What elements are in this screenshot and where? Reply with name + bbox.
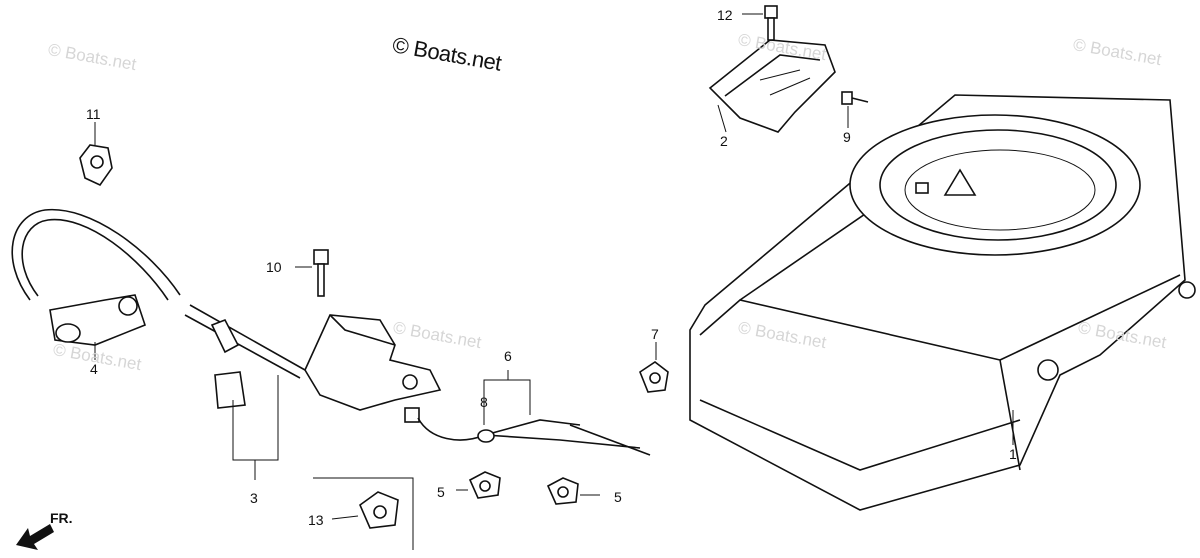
fan-cover-part (689, 94, 1196, 511)
callout-9: 9 (843, 129, 851, 145)
callout-8: 8 (480, 394, 488, 410)
callout-5a: 5 (437, 484, 445, 500)
front-direction-label: FR. (50, 510, 73, 526)
plug-cap-part-4 (11, 208, 181, 346)
bracket-part (708, 39, 836, 133)
callout-10: 10 (266, 259, 282, 275)
callout-7: 7 (651, 326, 659, 342)
callout-2: 2 (720, 133, 728, 149)
clip-part-13 (359, 491, 399, 529)
leader-lines (94, 13, 1014, 550)
clamp-part-11 (79, 144, 113, 187)
callout-11: 11 (86, 106, 101, 122)
callout-5b: 5 (614, 489, 622, 505)
front-direction-arrow-icon (16, 524, 54, 550)
callout-3: 3 (250, 490, 258, 506)
callout-12: 12 (717, 7, 733, 23)
wire-harness-part-6 (404, 407, 651, 456)
clip-part-7 (639, 361, 669, 393)
screw-part-9 (841, 91, 869, 105)
clip-part-5a (468, 471, 501, 499)
bolt-part-10 (313, 249, 329, 297)
bolt-part-12 (764, 5, 778, 41)
clip-part-5b (546, 477, 579, 505)
callout-1: 1 (1009, 446, 1017, 462)
ignition-coil-part-3 (184, 304, 442, 411)
callout-13: 13 (308, 512, 324, 528)
callout-6: 6 (504, 348, 512, 364)
callout-4: 4 (90, 361, 98, 377)
